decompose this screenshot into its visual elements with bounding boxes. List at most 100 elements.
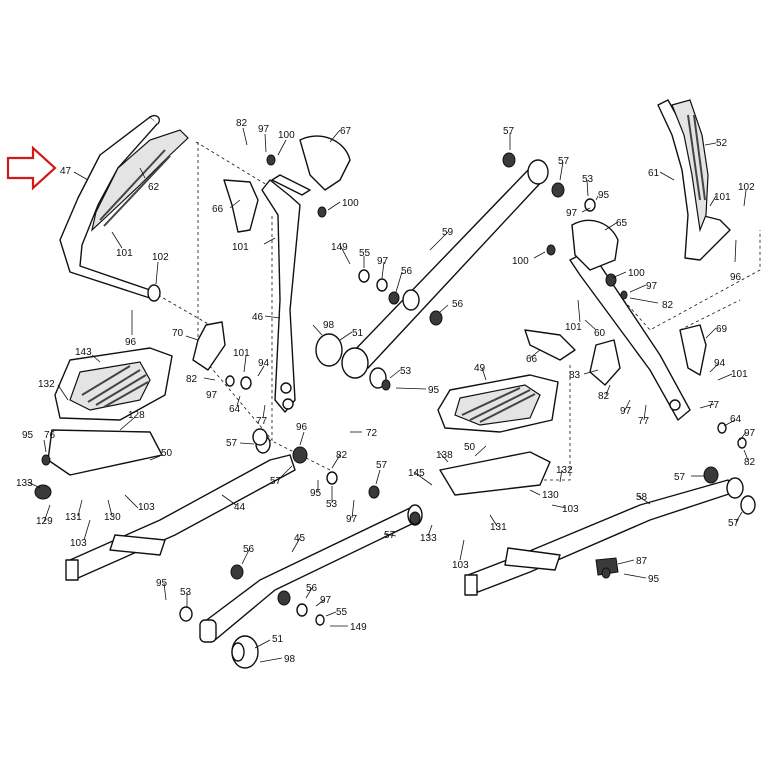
- callout-103: 103: [452, 560, 469, 571]
- callout-53: 53: [326, 499, 338, 510]
- callout-82: 82: [186, 374, 198, 385]
- callout-94: 94: [714, 358, 726, 369]
- callout-103: 103: [562, 504, 579, 515]
- callout-82: 82: [744, 457, 756, 468]
- callout-103: 103: [138, 502, 155, 513]
- callout-65: 65: [616, 218, 628, 229]
- callout-101: 101: [714, 192, 731, 203]
- callout-53: 53: [400, 366, 412, 377]
- callout-149: 149: [331, 242, 348, 253]
- callout-64: 64: [229, 404, 241, 415]
- center-upper-link: [315, 159, 549, 389]
- callout-58: 58: [636, 492, 648, 503]
- callout-149: 149: [350, 622, 367, 633]
- callout-55: 55: [336, 607, 348, 618]
- callout-56: 56: [401, 266, 413, 277]
- callout-133: 133: [420, 533, 437, 544]
- callout-57: 57: [270, 476, 282, 487]
- callout-129: 129: [36, 516, 53, 527]
- callout-66: 66: [212, 204, 224, 215]
- leader-lines: [27, 127, 749, 663]
- callout-97: 97: [258, 124, 270, 135]
- callout-94: 94: [258, 358, 270, 369]
- right-arrow-icon: [6, 145, 57, 191]
- callout-77: 77: [708, 400, 720, 411]
- callout-57: 57: [728, 518, 740, 529]
- callout-130: 130: [104, 512, 121, 523]
- callout-56: 56: [306, 583, 318, 594]
- callout-132: 132: [38, 379, 55, 390]
- callout-132: 132: [556, 465, 573, 476]
- callout-96: 96: [730, 272, 742, 283]
- callout-101: 101: [116, 248, 133, 259]
- callout-87: 87: [636, 556, 648, 567]
- callout-51: 51: [352, 328, 364, 339]
- callout-131: 131: [490, 522, 507, 533]
- callout-98: 98: [323, 320, 335, 331]
- callout-130: 130: [542, 490, 559, 501]
- callout-95: 95: [310, 488, 322, 499]
- callout-60: 60: [594, 328, 606, 339]
- callout-69: 69: [716, 324, 728, 335]
- callout-77: 77: [256, 416, 268, 427]
- callout-67: 67: [340, 126, 352, 137]
- callout-61: 61: [648, 168, 660, 179]
- callout-50: 50: [464, 442, 476, 453]
- left-handlebar: [59, 114, 189, 302]
- callout-102: 102: [152, 252, 169, 263]
- callout-57: 57: [558, 156, 570, 167]
- callout-97: 97: [620, 406, 632, 417]
- callout-57: 57: [503, 126, 515, 137]
- callout-51: 51: [272, 634, 284, 645]
- callout-82: 82: [598, 391, 610, 402]
- callout-70: 70: [172, 328, 184, 339]
- callout-95: 95: [156, 578, 168, 589]
- callout-145: 145: [408, 468, 425, 479]
- callout-95: 95: [598, 190, 610, 201]
- callout-97: 97: [206, 390, 218, 401]
- callout-83: 83: [569, 370, 581, 381]
- callout-96: 96: [125, 337, 137, 348]
- callout-95: 95: [648, 574, 660, 585]
- callout-131: 131: [65, 512, 82, 523]
- callout-102: 102: [738, 182, 755, 193]
- callout-57: 57: [226, 438, 238, 449]
- callout-100: 100: [278, 130, 295, 141]
- callout-101: 101: [232, 242, 249, 253]
- callout-49: 49: [474, 363, 486, 374]
- callout-97: 97: [346, 514, 358, 525]
- left-upper-arm: [192, 135, 351, 413]
- callout-57: 57: [384, 530, 396, 541]
- callout-133: 133: [16, 478, 33, 489]
- callout-143: 143: [75, 347, 92, 358]
- hardware-bits: [34, 152, 747, 626]
- callout-82: 82: [662, 300, 674, 311]
- callout-50: 50: [161, 448, 173, 459]
- callout-55: 55: [359, 248, 371, 259]
- callout-59: 59: [442, 227, 454, 238]
- callout-47: 47: [60, 166, 72, 177]
- callout-101: 101: [731, 369, 748, 380]
- callout-57: 57: [674, 472, 686, 483]
- callout-100: 100: [342, 198, 359, 209]
- callout-76: 76: [44, 430, 56, 441]
- callout-labels: 47 62 101 102 96 82 97 100 67 66 100 101…: [16, 118, 756, 665]
- callout-97: 97: [377, 256, 389, 267]
- callout-72: 72: [366, 428, 378, 439]
- callout-62: 62: [148, 182, 160, 193]
- callout-97: 97: [646, 281, 658, 292]
- callout-98: 98: [284, 654, 296, 665]
- callout-103: 103: [70, 538, 87, 549]
- right-pedal: [437, 374, 559, 496]
- callout-97: 97: [744, 428, 756, 439]
- callout-95: 95: [428, 385, 440, 396]
- callout-56: 56: [452, 299, 464, 310]
- callout-56: 56: [243, 544, 255, 555]
- callout-53: 53: [180, 587, 192, 598]
- callout-52: 52: [716, 138, 728, 149]
- callout-95: 95: [22, 430, 34, 441]
- callout-128: 128: [128, 410, 145, 421]
- callout-44: 44: [234, 502, 246, 513]
- callout-45: 45: [294, 533, 306, 544]
